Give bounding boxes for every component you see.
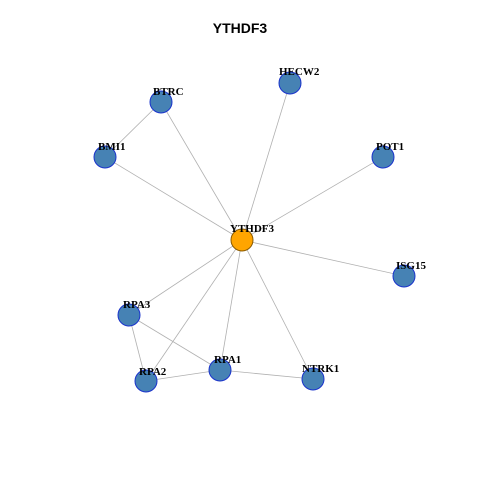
edge-rpa1-ntrk1 xyxy=(219,369,314,380)
edge-rpa1-ythdf3 xyxy=(219,239,243,371)
node-circle xyxy=(208,358,232,382)
node-label: POT1 xyxy=(376,141,404,153)
node-circle xyxy=(371,145,395,169)
edge-rpa3-rpa1 xyxy=(128,314,221,371)
graph-title: YTHDF3 xyxy=(212,20,268,36)
node-circle xyxy=(93,145,117,169)
node-label: BTRC xyxy=(153,86,184,98)
edge-pot1-ythdf3 xyxy=(241,156,384,241)
node-circle xyxy=(134,369,158,393)
node-label: NTRK1 xyxy=(302,363,339,375)
edge-rpa3-ythdf3 xyxy=(128,239,243,316)
node-rpa3: RPA3 xyxy=(117,299,151,327)
node-circle xyxy=(149,90,173,114)
node-hecw2: HECW2 xyxy=(278,66,320,95)
edge-btrc-ythdf3 xyxy=(160,101,243,241)
node-label: BMI1 xyxy=(98,141,126,153)
node-label: YTHDF3 xyxy=(230,223,275,235)
edge-bmi1-ythdf3 xyxy=(104,156,243,241)
node-isg15: ISG15 xyxy=(392,260,426,288)
edge-rpa2-rpa1 xyxy=(145,369,221,382)
node-circle xyxy=(392,264,416,288)
node-label: HECW2 xyxy=(279,66,320,78)
node-bmi1: BMI1 xyxy=(93,141,126,169)
node-pot1: POT1 xyxy=(371,141,404,169)
node-label: RPA2 xyxy=(139,366,167,378)
node-ythdf3: YTHDF3 xyxy=(230,223,275,252)
node-btrc: BTRC xyxy=(149,86,184,114)
node-circle xyxy=(301,367,325,391)
node-rpa2: RPA2 xyxy=(134,366,167,393)
node-rpa1: RPA1 xyxy=(208,354,241,382)
node-circle xyxy=(278,71,302,95)
node-label: ISG15 xyxy=(396,260,426,272)
edge-btrc-bmi1 xyxy=(104,101,162,158)
edge-isg15-ythdf3 xyxy=(241,239,405,277)
edge-ntrk1-ythdf3 xyxy=(241,239,314,380)
node-circle xyxy=(230,228,254,252)
node-label: RPA3 xyxy=(123,299,151,311)
node-circle xyxy=(117,303,141,327)
node-ntrk1: NTRK1 xyxy=(301,363,339,391)
edge-hecw2-ythdf3 xyxy=(241,82,291,241)
node-label: RPA1 xyxy=(214,354,241,366)
edge-rpa2-ythdf3 xyxy=(145,239,243,382)
